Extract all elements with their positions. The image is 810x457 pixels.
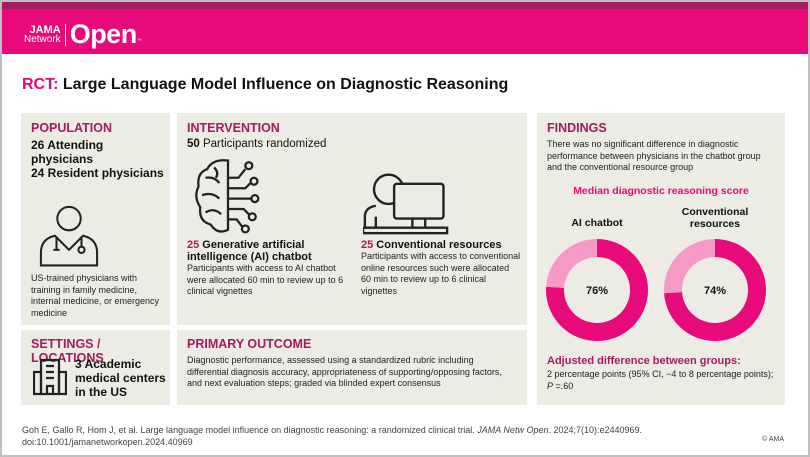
donut-charts: 76% 74% xyxy=(546,239,766,341)
citation: Goh E, Gallo R, Hom J, et al. Large lang… xyxy=(22,424,642,448)
donut-value-label: 74% xyxy=(704,285,726,297)
primary-outcome-heading: PRIMARY OUTCOME xyxy=(187,337,312,351)
citation-rest: . 2024;7(10):e2440969. xyxy=(548,425,643,435)
adjusted-heading: Adjusted difference between groups: xyxy=(547,355,741,367)
settings-heading: SETTINGS / LOCATIONS xyxy=(31,337,104,365)
population-panel: POPULATION 26 Attending physicians 24 Re… xyxy=(21,113,170,325)
brain-circuit-icon xyxy=(195,159,260,234)
donut-value-label: 76% xyxy=(586,285,608,297)
findings-summary: There was no significant difference in d… xyxy=(547,139,761,172)
conventional-group-description: Participants with access to conventional… xyxy=(361,251,521,296)
logo-open: Open xyxy=(69,19,138,49)
population-description: US-trained physicians with training in f… xyxy=(31,273,160,318)
citation-authors: Goh E, Gallo R, Hom J, et al. Large lang… xyxy=(22,425,478,435)
conventional-label: Conventional resources xyxy=(681,206,749,230)
donut-value-segment xyxy=(664,239,766,341)
adjusted-result: 2 percentage points (95% CI, −4 to 8 per… xyxy=(547,369,781,392)
citation-journal: JAMA Netw Open xyxy=(477,425,549,435)
conventional-group: 25 Conventional resources Participants w… xyxy=(361,239,521,297)
ai-group-title: Generative artificial intelligence (AI) … xyxy=(187,239,312,263)
settings-panel: SETTINGS / LOCATIONS 3 Academic medical … xyxy=(21,330,170,405)
findings-heading: FINDINGS xyxy=(547,121,607,135)
logo-jama: JAMA xyxy=(29,23,61,36)
findings-panel: FINDINGS There was no significant differ… xyxy=(537,113,785,405)
title-prefix: RCT: xyxy=(22,76,59,93)
title-text: Large Language Model Influence on Diagno… xyxy=(58,76,509,93)
chart-title: Median diagnostic reasoning score xyxy=(573,184,749,197)
person-computer-icon xyxy=(363,173,449,235)
resident-count: 24 Resident physicians xyxy=(31,166,164,180)
physician-icon xyxy=(39,205,99,267)
ai-chatbot-label: AI chatbot xyxy=(571,217,623,229)
donut-value-segment xyxy=(546,239,648,341)
randomized-line: 50 Participants randomized xyxy=(187,138,517,150)
intervention-heading: INTERVENTION xyxy=(187,121,280,135)
conventional-group-title: Conventional resources xyxy=(373,239,502,251)
randomized-count: 50 xyxy=(187,138,200,150)
primary-outcome-panel: PRIMARY OUTCOME Diagnostic performance, … xyxy=(177,330,527,405)
primary-outcome-text: Diagnostic performance, assessed using a… xyxy=(187,355,502,388)
adjusted-text: 2 percentage points (95% CI, −4 to 8 per… xyxy=(547,369,774,379)
logo-network: Network xyxy=(24,33,61,45)
page-title: RCT: Large Language Model Influence on D… xyxy=(22,76,508,94)
conventional-group-count: 25 xyxy=(361,239,374,251)
donut-remainder-segment xyxy=(546,239,597,288)
ai-group-description: Participants with access to AI chatbot w… xyxy=(187,263,344,296)
population-heading: POPULATION xyxy=(31,121,113,135)
settings-text: 3 Academic medical centers in the US xyxy=(75,357,166,399)
attending-count: 26 Attending physicians xyxy=(31,138,104,166)
ai-chatbot-group: 25 Generative artificial intelligence (A… xyxy=(187,239,355,298)
intervention-panel: INTERVENTION 50 Participants randomized … xyxy=(177,113,527,325)
citation-doi[interactable]: doi:10.1001/jamanetworkopen.2024.40969 xyxy=(22,437,193,447)
copyright: © AMA xyxy=(762,436,784,443)
p-label: P xyxy=(547,380,554,391)
p-value: =.60 xyxy=(553,380,574,391)
randomized-text: Participants randomized xyxy=(199,138,327,150)
hospital-building-icon xyxy=(33,358,67,396)
logo-tm: ™ xyxy=(136,38,142,44)
ai-group-count: 25 xyxy=(187,239,200,251)
donut-remainder-segment xyxy=(664,239,715,294)
